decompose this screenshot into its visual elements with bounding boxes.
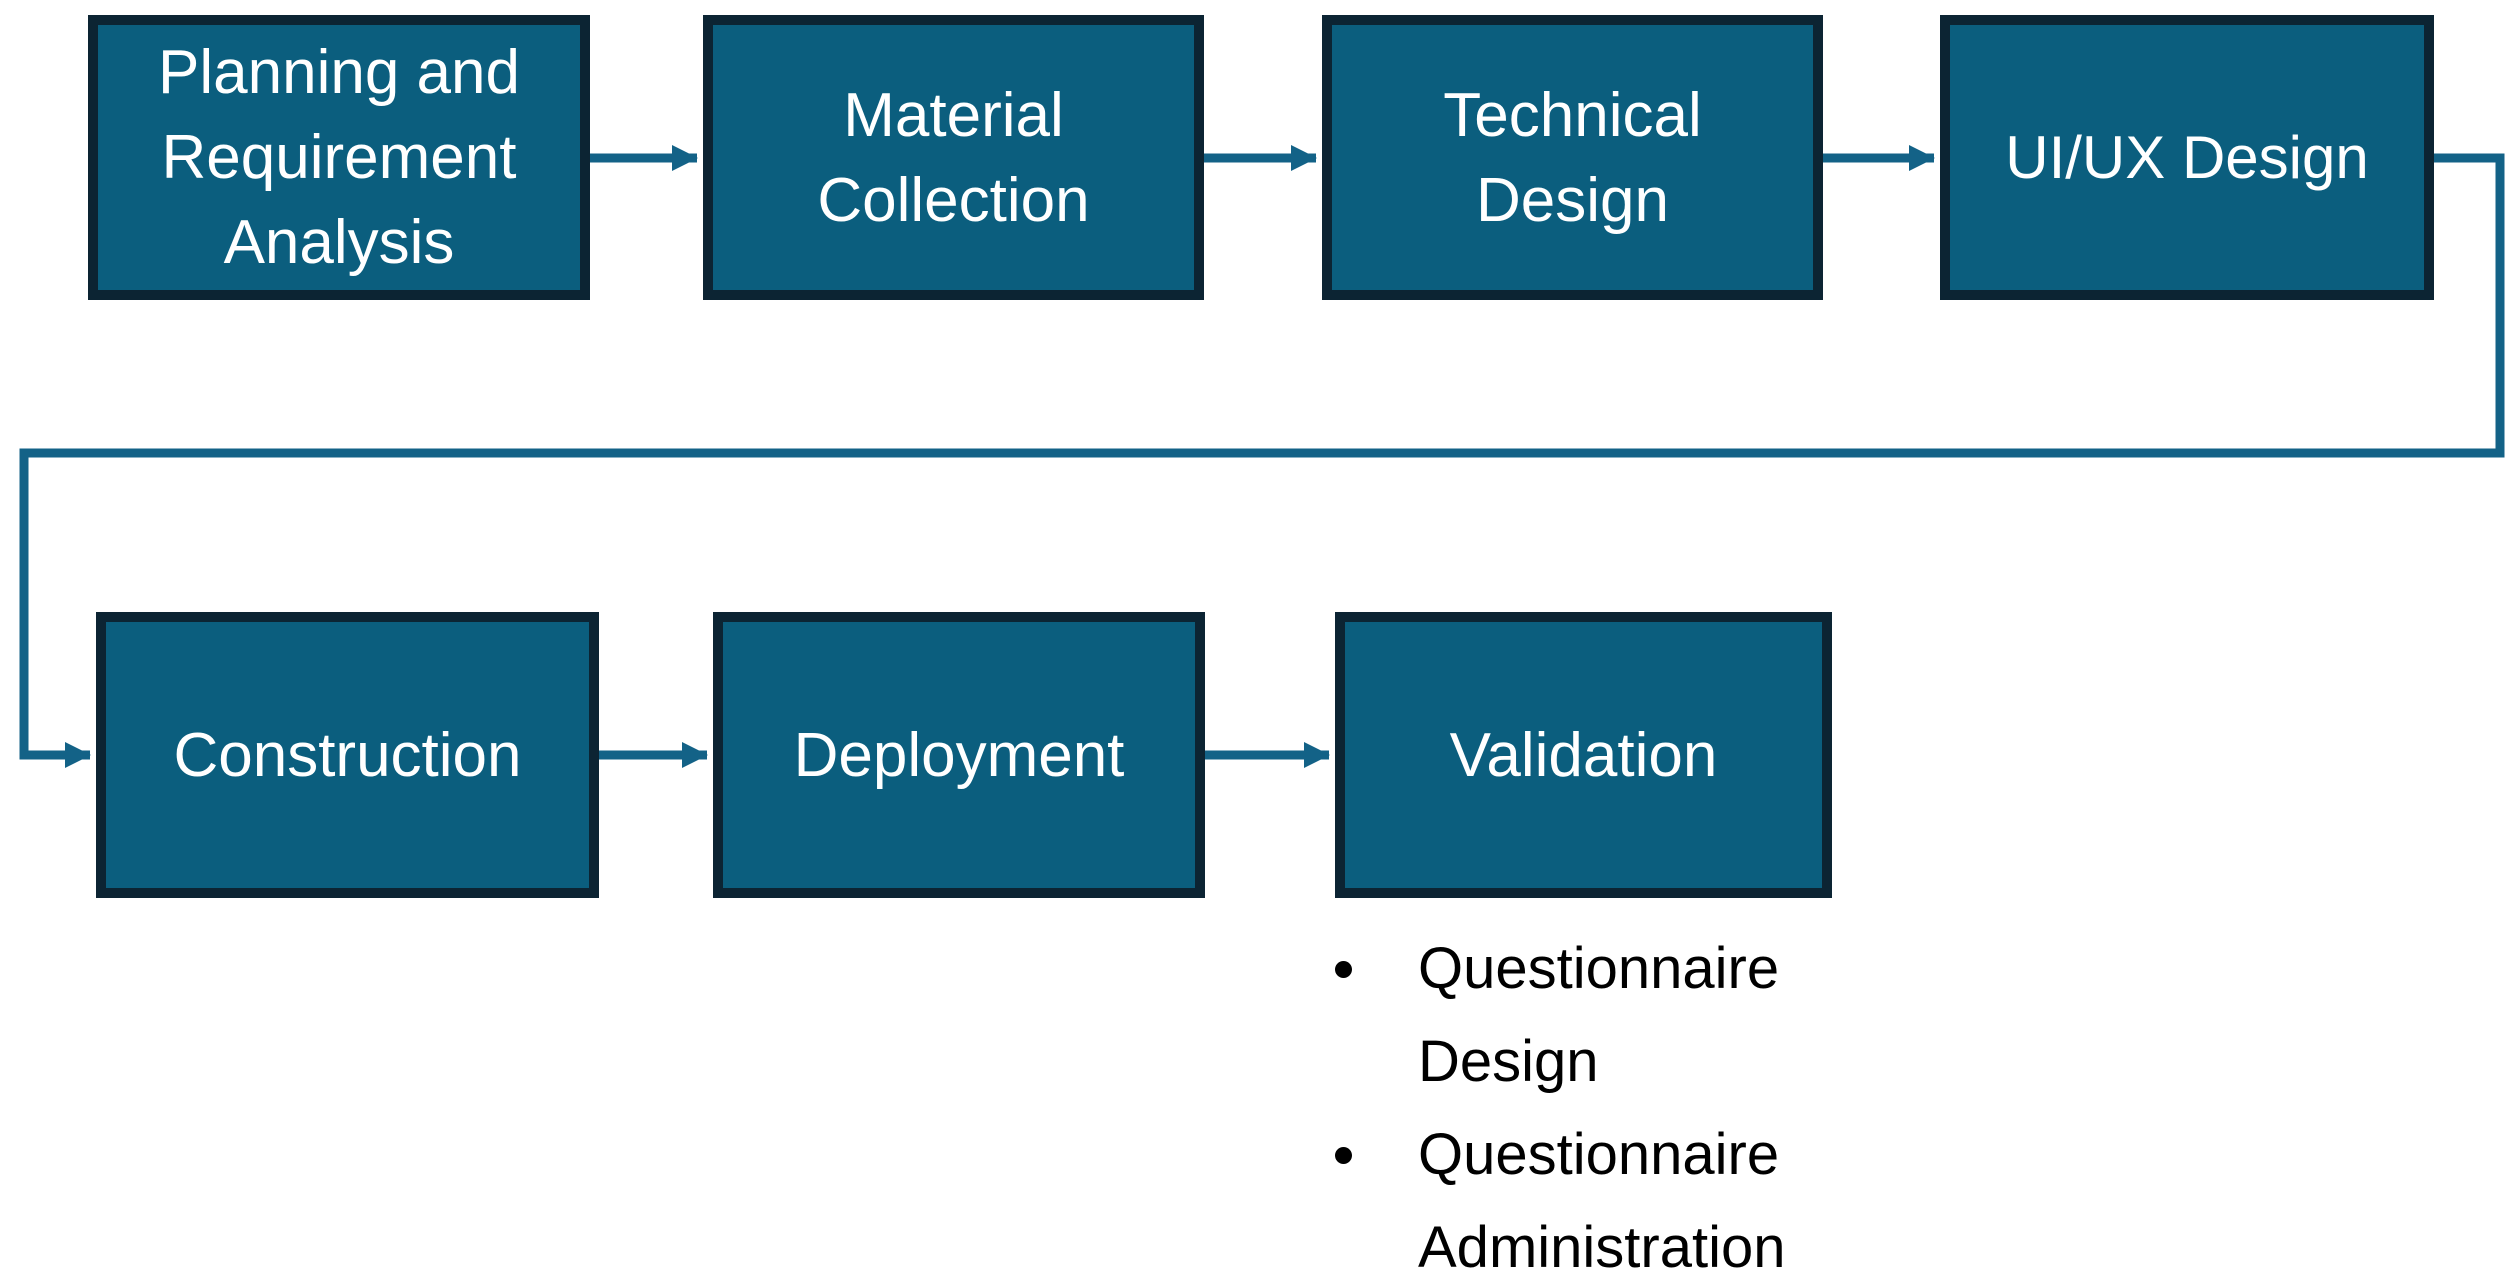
validation-details-list: Questionnaire Design Questionnaire Admin… bbox=[1332, 922, 1864, 1270]
node-uiux-design: UI/UX Design bbox=[1940, 15, 2434, 300]
node-deployment: Deployment bbox=[713, 612, 1205, 898]
node-label: Planning and Requirement Analysis bbox=[158, 38, 520, 277]
node-label: UI/UX Design bbox=[2005, 124, 2369, 191]
node-label: Validation bbox=[1449, 720, 1718, 790]
node-technical-design: Technical Design bbox=[1322, 15, 1823, 300]
node-label: Technical Design bbox=[1443, 80, 1702, 235]
node-construction: Construction bbox=[96, 612, 599, 898]
node-material-collection: Material Collection bbox=[703, 15, 1204, 300]
node-label: Construction bbox=[173, 720, 522, 790]
node-validation: Validation bbox=[1335, 612, 1832, 898]
node-label: Deployment bbox=[793, 720, 1125, 790]
node-label: Material Collection bbox=[817, 80, 1090, 235]
node-planning-and-requirement-analysis: Planning and Requirement Analysis bbox=[88, 15, 590, 300]
list-item: Questionnaire Administration bbox=[1332, 1108, 1864, 1270]
list-item: Questionnaire Design bbox=[1332, 922, 1864, 1108]
